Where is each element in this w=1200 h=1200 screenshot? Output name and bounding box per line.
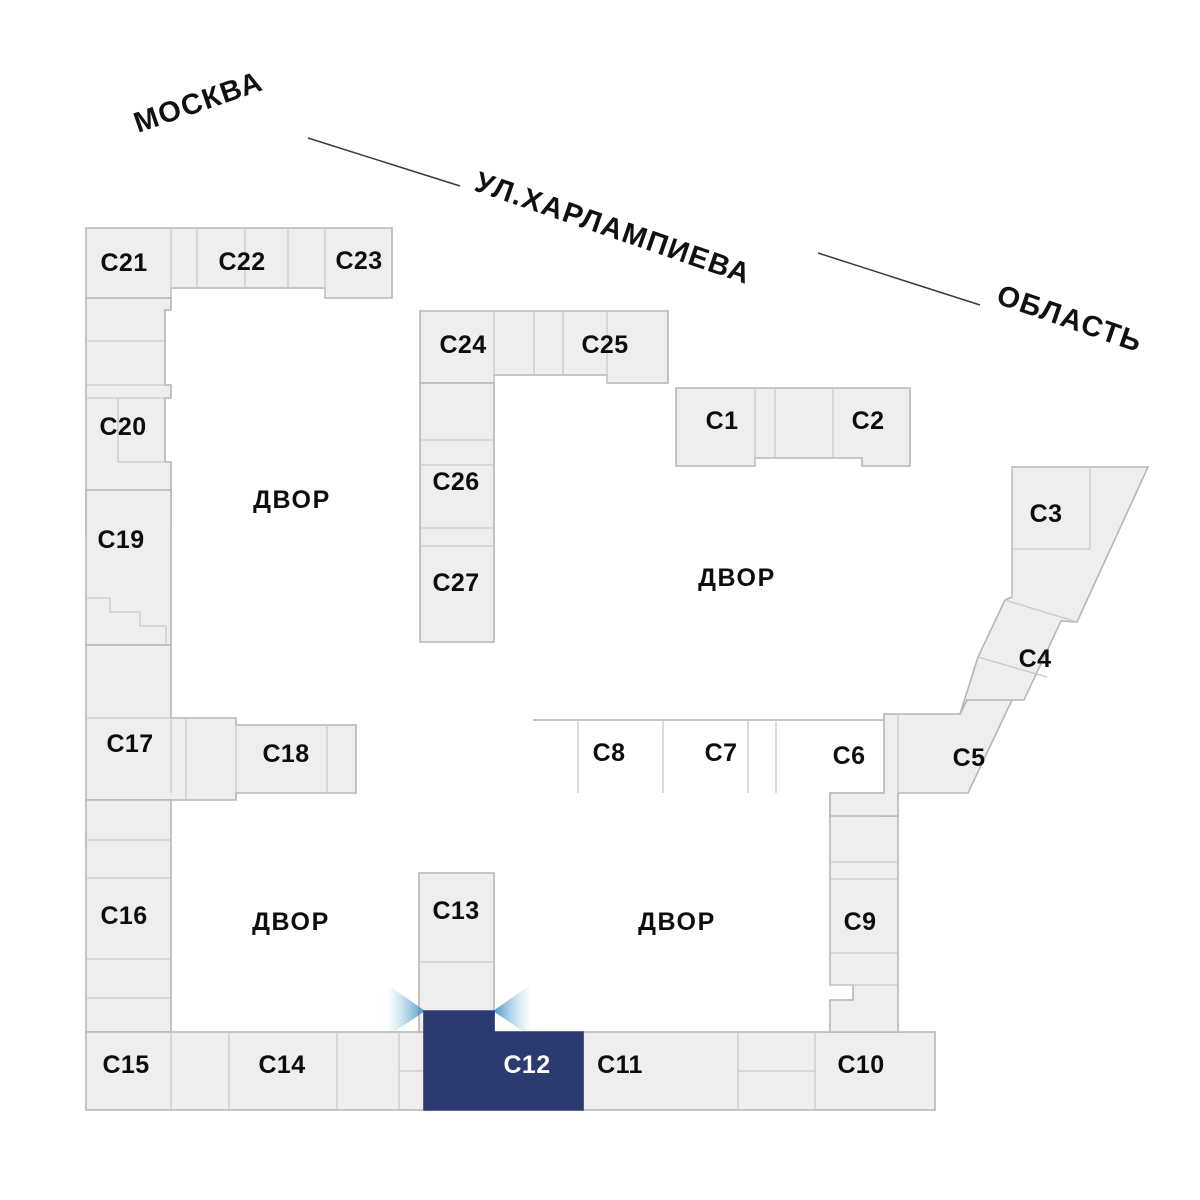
block-outline-c12[interactable] bbox=[423, 1010, 584, 1111]
divider bbox=[977, 656, 1048, 678]
block-label-c9: C9 bbox=[844, 908, 877, 936]
marker-arrow-left-icon bbox=[388, 985, 425, 1036]
street-leader-line-left bbox=[307, 137, 461, 187]
block-label-c14: C14 bbox=[258, 1051, 305, 1079]
block-group-c19 bbox=[85, 489, 172, 646]
block-label-c13: C13 bbox=[432, 897, 479, 925]
block-labels: C1 C2 C3 C4 C5 C6 C7 C8 C9 C10 C11 C12 C… bbox=[97, 247, 1062, 1079]
block-label-c7: C7 bbox=[705, 739, 738, 767]
marker-arrow-right-icon bbox=[493, 985, 530, 1036]
block-outline-c17-c18[interactable] bbox=[85, 644, 357, 801]
yard-labels: ДВОР ДВОР ДВОР ДВОР bbox=[252, 486, 776, 936]
block-label-c20: C20 bbox=[99, 413, 146, 441]
block-label-c21: C21 bbox=[100, 249, 147, 277]
stepped-wall-detail bbox=[86, 597, 167, 645]
yard-label-southeast: ДВОР bbox=[638, 908, 716, 936]
street-leader-line-right bbox=[817, 252, 981, 306]
yard-label-southwest: ДВОР bbox=[252, 908, 330, 936]
block-label-c10: C10 bbox=[837, 1051, 884, 1079]
selection-marker-arrows bbox=[388, 985, 530, 1036]
block-outline-c26-c27[interactable] bbox=[419, 382, 495, 643]
yard-label-northwest: ДВОР bbox=[253, 486, 331, 514]
street-name-label: УЛ.ХАРЛАМПИЕВА bbox=[471, 166, 755, 291]
block-label-c2: C2 bbox=[852, 407, 885, 435]
block-group-c9-c10 bbox=[829, 792, 899, 1033]
block-outline-c3-c4[interactable] bbox=[959, 466, 1150, 715]
block-group-c17-c18 bbox=[85, 644, 357, 801]
block-label-c24: C24 bbox=[439, 331, 486, 359]
block-label-c18: C18 bbox=[262, 740, 309, 768]
block-group-c26-c27 bbox=[419, 382, 495, 643]
block-group-c8-c5 bbox=[533, 699, 1014, 817]
yard-label-northeast: ДВОР bbox=[698, 564, 776, 592]
block-label-c19: C19 bbox=[97, 526, 144, 554]
block-label-c23: C23 bbox=[335, 247, 382, 275]
street-direction-start-label: МОСКВА bbox=[130, 66, 267, 140]
block-label-c16: C16 bbox=[100, 902, 147, 930]
block-label-c6: C6 bbox=[833, 742, 866, 770]
block-label-c5: C5 bbox=[953, 744, 986, 772]
block-group-c1-c2 bbox=[675, 387, 911, 467]
block-label-c26: C26 bbox=[432, 468, 479, 496]
block-label-c1: C1 bbox=[706, 407, 739, 435]
block-label-c8: C8 bbox=[593, 739, 626, 767]
block-label-c17: C17 bbox=[106, 730, 153, 758]
block-group-c3-c4 bbox=[959, 466, 1150, 715]
street-direction-end-label: ОБЛАСТЬ bbox=[993, 279, 1147, 359]
block-label-c15: C15 bbox=[102, 1051, 149, 1079]
divider bbox=[1004, 599, 1078, 623]
block-label-c12: C12 bbox=[503, 1051, 550, 1079]
block-label-c25: C25 bbox=[581, 331, 628, 359]
block-label-c11: C11 bbox=[597, 1051, 643, 1079]
block-label-c4: C4 bbox=[1019, 645, 1052, 673]
block-outline-c1-c2[interactable] bbox=[675, 387, 911, 467]
block-label-c3: C3 bbox=[1030, 500, 1063, 528]
block-label-c22: C22 bbox=[218, 248, 265, 276]
block-label-c27: C27 bbox=[432, 569, 479, 597]
block-outline-c5-c8[interactable] bbox=[533, 699, 1014, 817]
block-group-c12-selected bbox=[423, 1010, 584, 1111]
